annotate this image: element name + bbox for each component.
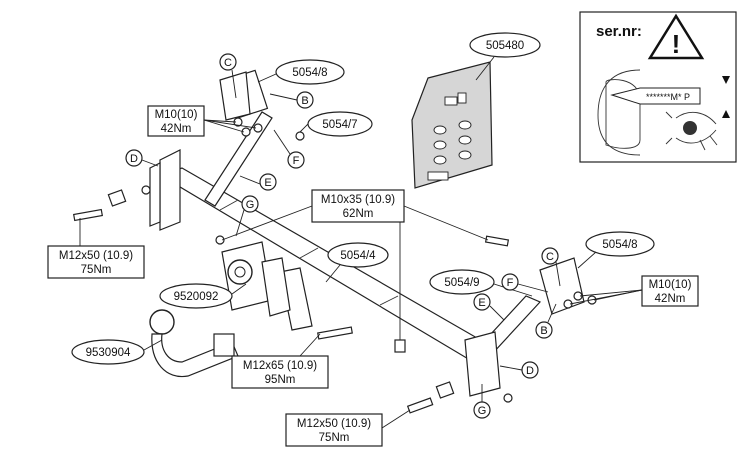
callout-g-left: G (235, 195, 259, 237)
svg-text:G: G (478, 405, 487, 417)
svg-text:M12x50 (10.9): M12x50 (10.9) (297, 418, 371, 430)
vehicle-outline (597, 69, 641, 156)
spec-m10-top-left: M10(10) 42Nm (147, 105, 257, 137)
plate-code: *******M* P (646, 92, 690, 102)
svg-text:5054/8: 5054/8 (602, 239, 637, 251)
callout-d-right: D (499, 361, 539, 379)
callout-d-left: D (125, 149, 159, 167)
svg-text:M10(10): M10(10) (649, 279, 692, 291)
callout-c-right: C (541, 247, 561, 287)
spec-m12x65: M12x65 (10.9) 95Nm (231, 333, 329, 389)
svg-text:5054/9: 5054/9 (444, 277, 479, 289)
socket-plate (221, 241, 273, 311)
svg-text:5054/4: 5054/4 (340, 250, 376, 262)
sticker-part-number: 505480 (486, 40, 524, 52)
svg-text:F: F (507, 277, 514, 289)
serial-heading: ser.nr: (596, 23, 642, 40)
spec-m12x50-left: M12x50 (10.9) 75Nm (47, 218, 145, 279)
svg-text:M12x65 (10.9): M12x65 (10.9) (243, 360, 317, 372)
svg-text:42Nm: 42Nm (655, 293, 686, 305)
left-side-arm (204, 69, 273, 207)
spec-m10x35: M10x35 (10.9) 62Nm (221, 189, 489, 340)
towball (149, 309, 239, 378)
spec-m12x50-bottom: M12x50 (10.9) 75Nm (285, 409, 411, 447)
svg-text:62Nm: 62Nm (343, 208, 374, 220)
svg-text:E: E (478, 297, 485, 309)
eye-icon (665, 111, 718, 151)
svg-text:9520092: 9520092 (174, 291, 219, 303)
svg-text:M10x35 (10.9): M10x35 (10.9) (321, 194, 395, 206)
warning-triangle-icon: ! (647, 13, 705, 60)
svg-text:D: D (130, 153, 138, 165)
svg-text:B: B (301, 95, 308, 107)
serial-info-panel: ser.nr: ! *******M* P (579, 11, 737, 163)
spec-m10-right: M10(10) 42Nm (569, 275, 699, 307)
svg-text:42Nm: 42Nm (161, 123, 192, 135)
svg-text:C: C (224, 57, 232, 69)
label-plate-top: 5054/7 (299, 111, 373, 137)
callout-e-right: E (473, 293, 505, 321)
label-crossbar: 5054/4 (325, 242, 389, 283)
callout-b-right: B (535, 303, 557, 339)
callout-c-top: C (219, 53, 237, 99)
svg-text:75Nm: 75Nm (319, 432, 350, 444)
svg-text:E: E (264, 177, 271, 189)
callout-b-top: B (269, 91, 314, 109)
svg-text:95Nm: 95Nm (265, 374, 296, 386)
svg-text:!: ! (672, 29, 681, 59)
hardware-sticker-sheet: 505480 (411, 32, 541, 189)
callout-g-bottom: G (473, 384, 491, 419)
svg-text:D: D (526, 365, 534, 377)
callout-f-top: F (273, 129, 305, 169)
label-bracket-top-left: 5054/8 (257, 59, 345, 85)
svg-text:9530904: 9530904 (86, 347, 131, 359)
svg-text:M12x50 (10.9): M12x50 (10.9) (59, 250, 133, 262)
letter-callouts: C B F D E G C F E B D G (125, 53, 561, 419)
svg-text:5054/8: 5054/8 (292, 67, 327, 79)
hitch-mount-bracket (261, 257, 313, 331)
label-towball: 9530904 (71, 339, 163, 365)
svg-text:5054/7: 5054/7 (322, 119, 357, 131)
svg-text:M10(10): M10(10) (155, 109, 198, 121)
label-socket-plate: 9520092 (159, 283, 247, 309)
label-side-arm: 5054/9 (429, 269, 533, 297)
svg-text:75Nm: 75Nm (81, 264, 112, 276)
callout-f-right: F (501, 273, 549, 293)
svg-text:G: G (246, 199, 255, 211)
svg-text:C: C (546, 251, 554, 263)
callout-e-left: E (239, 173, 277, 191)
svg-text:B: B (540, 325, 547, 337)
right-side-arm (464, 257, 585, 397)
label-bracket-right: 5054/8 (577, 231, 655, 269)
type-plate: *******M* P (610, 76, 730, 118)
left-mount-bracket (149, 149, 181, 231)
svg-text:F: F (293, 155, 300, 167)
